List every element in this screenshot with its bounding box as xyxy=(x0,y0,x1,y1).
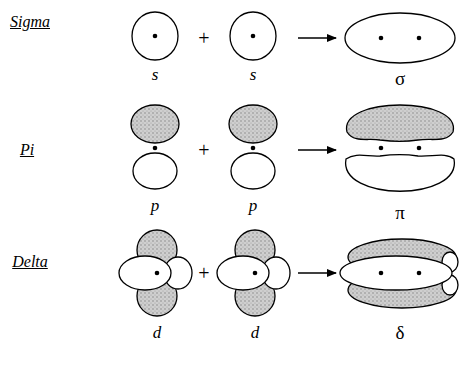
p-lobe xyxy=(231,153,275,189)
row-title: Pi xyxy=(20,142,34,158)
row-title: Delta xyxy=(12,254,48,270)
orbital-label: σ xyxy=(395,69,405,88)
orbital-label: δ xyxy=(396,323,405,342)
s-orbital xyxy=(230,12,276,60)
arrow xyxy=(298,149,336,150)
orbital-label: d xyxy=(251,324,260,341)
sigma-orbital xyxy=(345,13,455,63)
orbital-label: p xyxy=(151,197,160,214)
orbital-label: s xyxy=(250,66,257,83)
plus-sign: + xyxy=(198,140,209,160)
pi-lobe xyxy=(346,155,455,192)
orbital-label: p xyxy=(249,197,258,214)
orbital-label: s xyxy=(152,66,159,83)
p-lobe xyxy=(133,153,177,189)
arrow xyxy=(298,272,336,273)
orbital-label: π xyxy=(395,203,405,222)
nucleus-dots xyxy=(153,34,422,276)
plus-sign: + xyxy=(198,28,209,48)
s-orbital xyxy=(132,12,178,60)
orbital-label: d xyxy=(153,324,162,341)
arrow xyxy=(298,37,336,38)
row-title: Sigma xyxy=(10,14,50,30)
p-lobe xyxy=(229,105,277,143)
p-lobe xyxy=(131,105,179,143)
pi-lobe xyxy=(347,105,454,142)
delta-lobe xyxy=(340,256,452,290)
d-lobe xyxy=(119,256,171,290)
d-lobe xyxy=(217,256,269,290)
plus-sign: + xyxy=(198,263,209,283)
